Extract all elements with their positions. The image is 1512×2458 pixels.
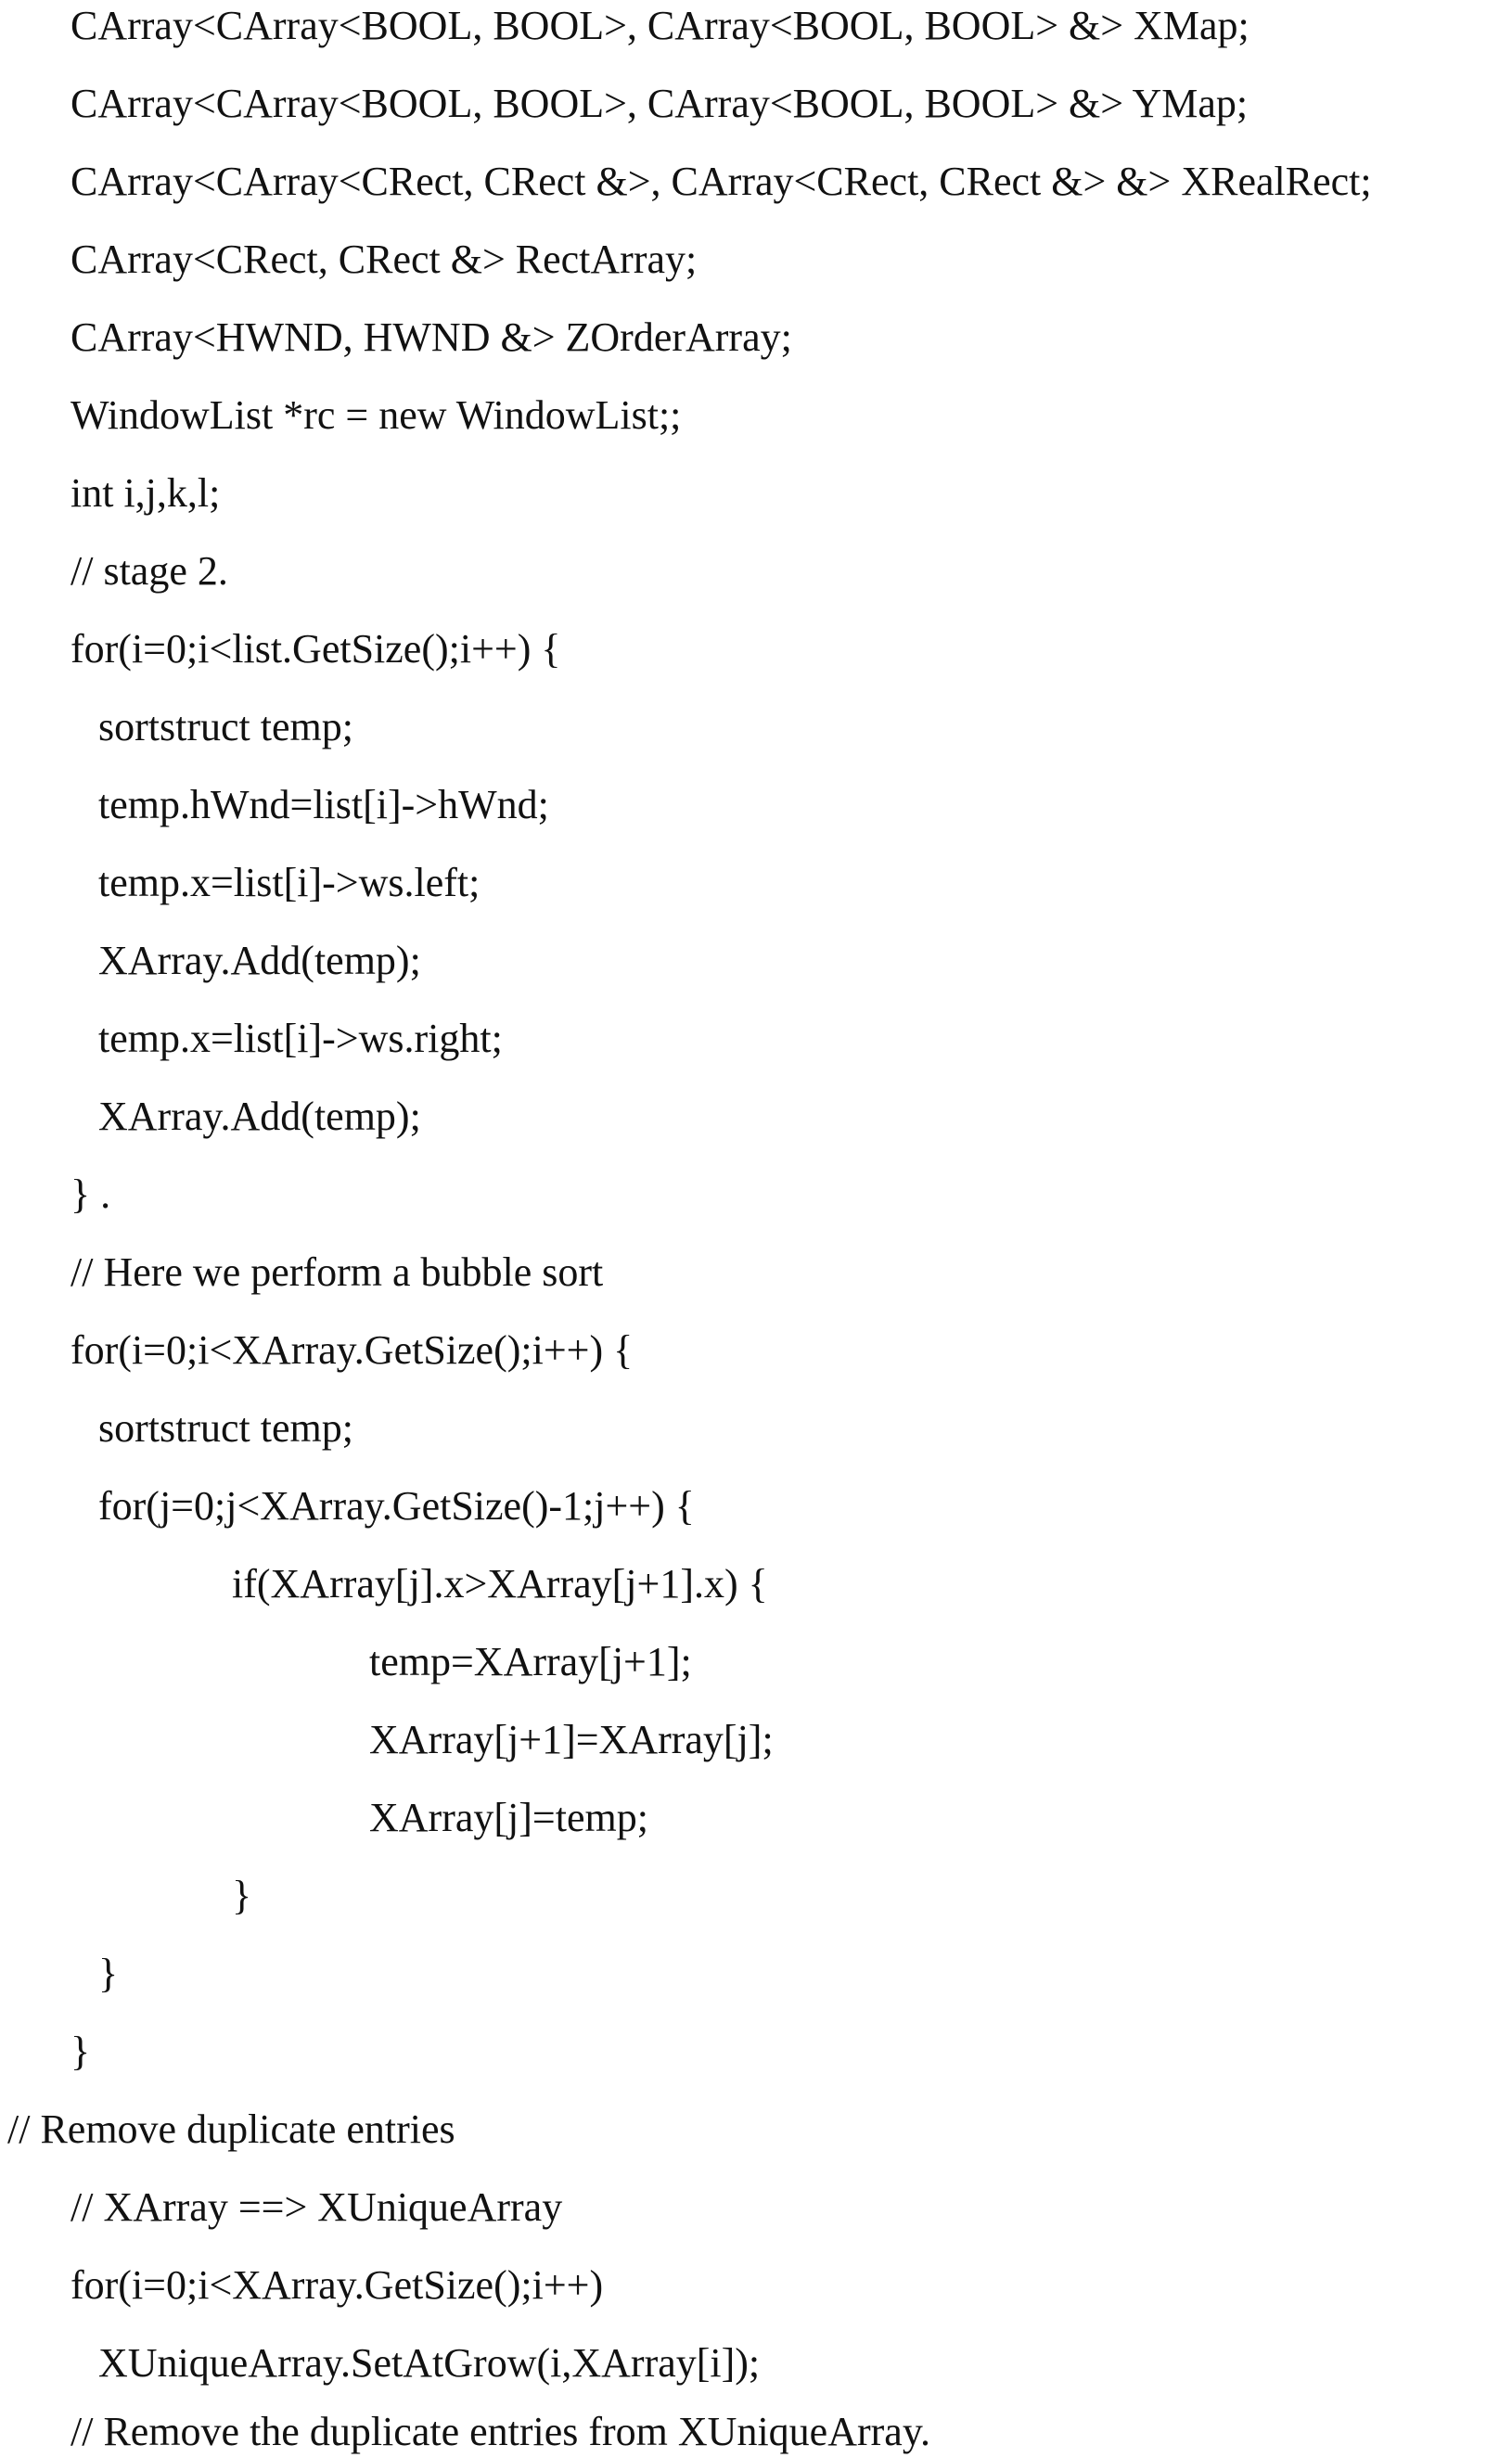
code-line-29: // XArray ==> XUniqueArray [70,2182,562,2234]
code-line-32: // Remove the duplicate entries from XUn… [70,2406,930,2458]
code-line-10: sortstruct temp; [98,701,353,753]
code-line-27: } [70,2026,90,2078]
code-line-4: CArray<CRect, CRect &> RectArray; [70,234,697,286]
code-line-16: } . [70,1169,110,1221]
code-line-12: temp.x=list[i]->ws.left; [98,857,480,909]
code-line-22: temp=XArray[j+1]; [369,1636,692,1688]
code-line-14: temp.x=list[i]->ws.right; [98,1013,503,1065]
code-line-23: XArray[j+1]=XArray[j]; [369,1714,774,1766]
code-line-24: XArray[j]=temp; [369,1792,648,1844]
code-line-18: for(i=0;i<XArray.GetSize();i++) { [70,1325,633,1376]
code-line-15: XArray.Add(temp); [98,1091,421,1143]
code-line-7: int i,j,k,l; [70,467,220,519]
code-line-21: if(XArray[j].x>XArray[j+1].x) { [232,1558,768,1610]
code-line-2: CArray<CArray<BOOL, BOOL>, CArray<BOOL, … [70,78,1248,130]
code-line-28: // Remove duplicate entries [7,2104,455,2156]
code-line-5: CArray<HWND, HWND &> ZOrderArray; [70,312,792,364]
code-line-6: WindowList *rc = new WindowList;; [70,390,681,442]
code-line-19: sortstruct temp; [98,1402,353,1454]
code-line-26: } [98,1948,118,2000]
code-line-13: XArray.Add(temp); [98,935,421,987]
code-line-9: for(i=0;i<list.GetSize();i++) { [70,623,561,675]
code-line-17: // Here we perform a bubble sort [70,1247,603,1299]
code-line-8: // stage 2. [70,545,228,597]
code-line-20: for(j=0;j<XArray.GetSize()-1;j++) { [98,1480,695,1532]
code-line-31: XUniqueArray.SetAtGrow(i,XArray[i]); [98,2337,760,2389]
code-line-1: CArray<CArray<BOOL, BOOL>, CArray<BOOL, … [70,0,1249,52]
code-line-3: CArray<CArray<CRect, CRect &>, CArray<CR… [70,156,1372,208]
code-line-30: for(i=0;i<XArray.GetSize();i++) [70,2260,603,2311]
code-line-25: } [232,1870,251,1922]
code-line-11: temp.hWnd=list[i]->hWnd; [98,779,549,831]
